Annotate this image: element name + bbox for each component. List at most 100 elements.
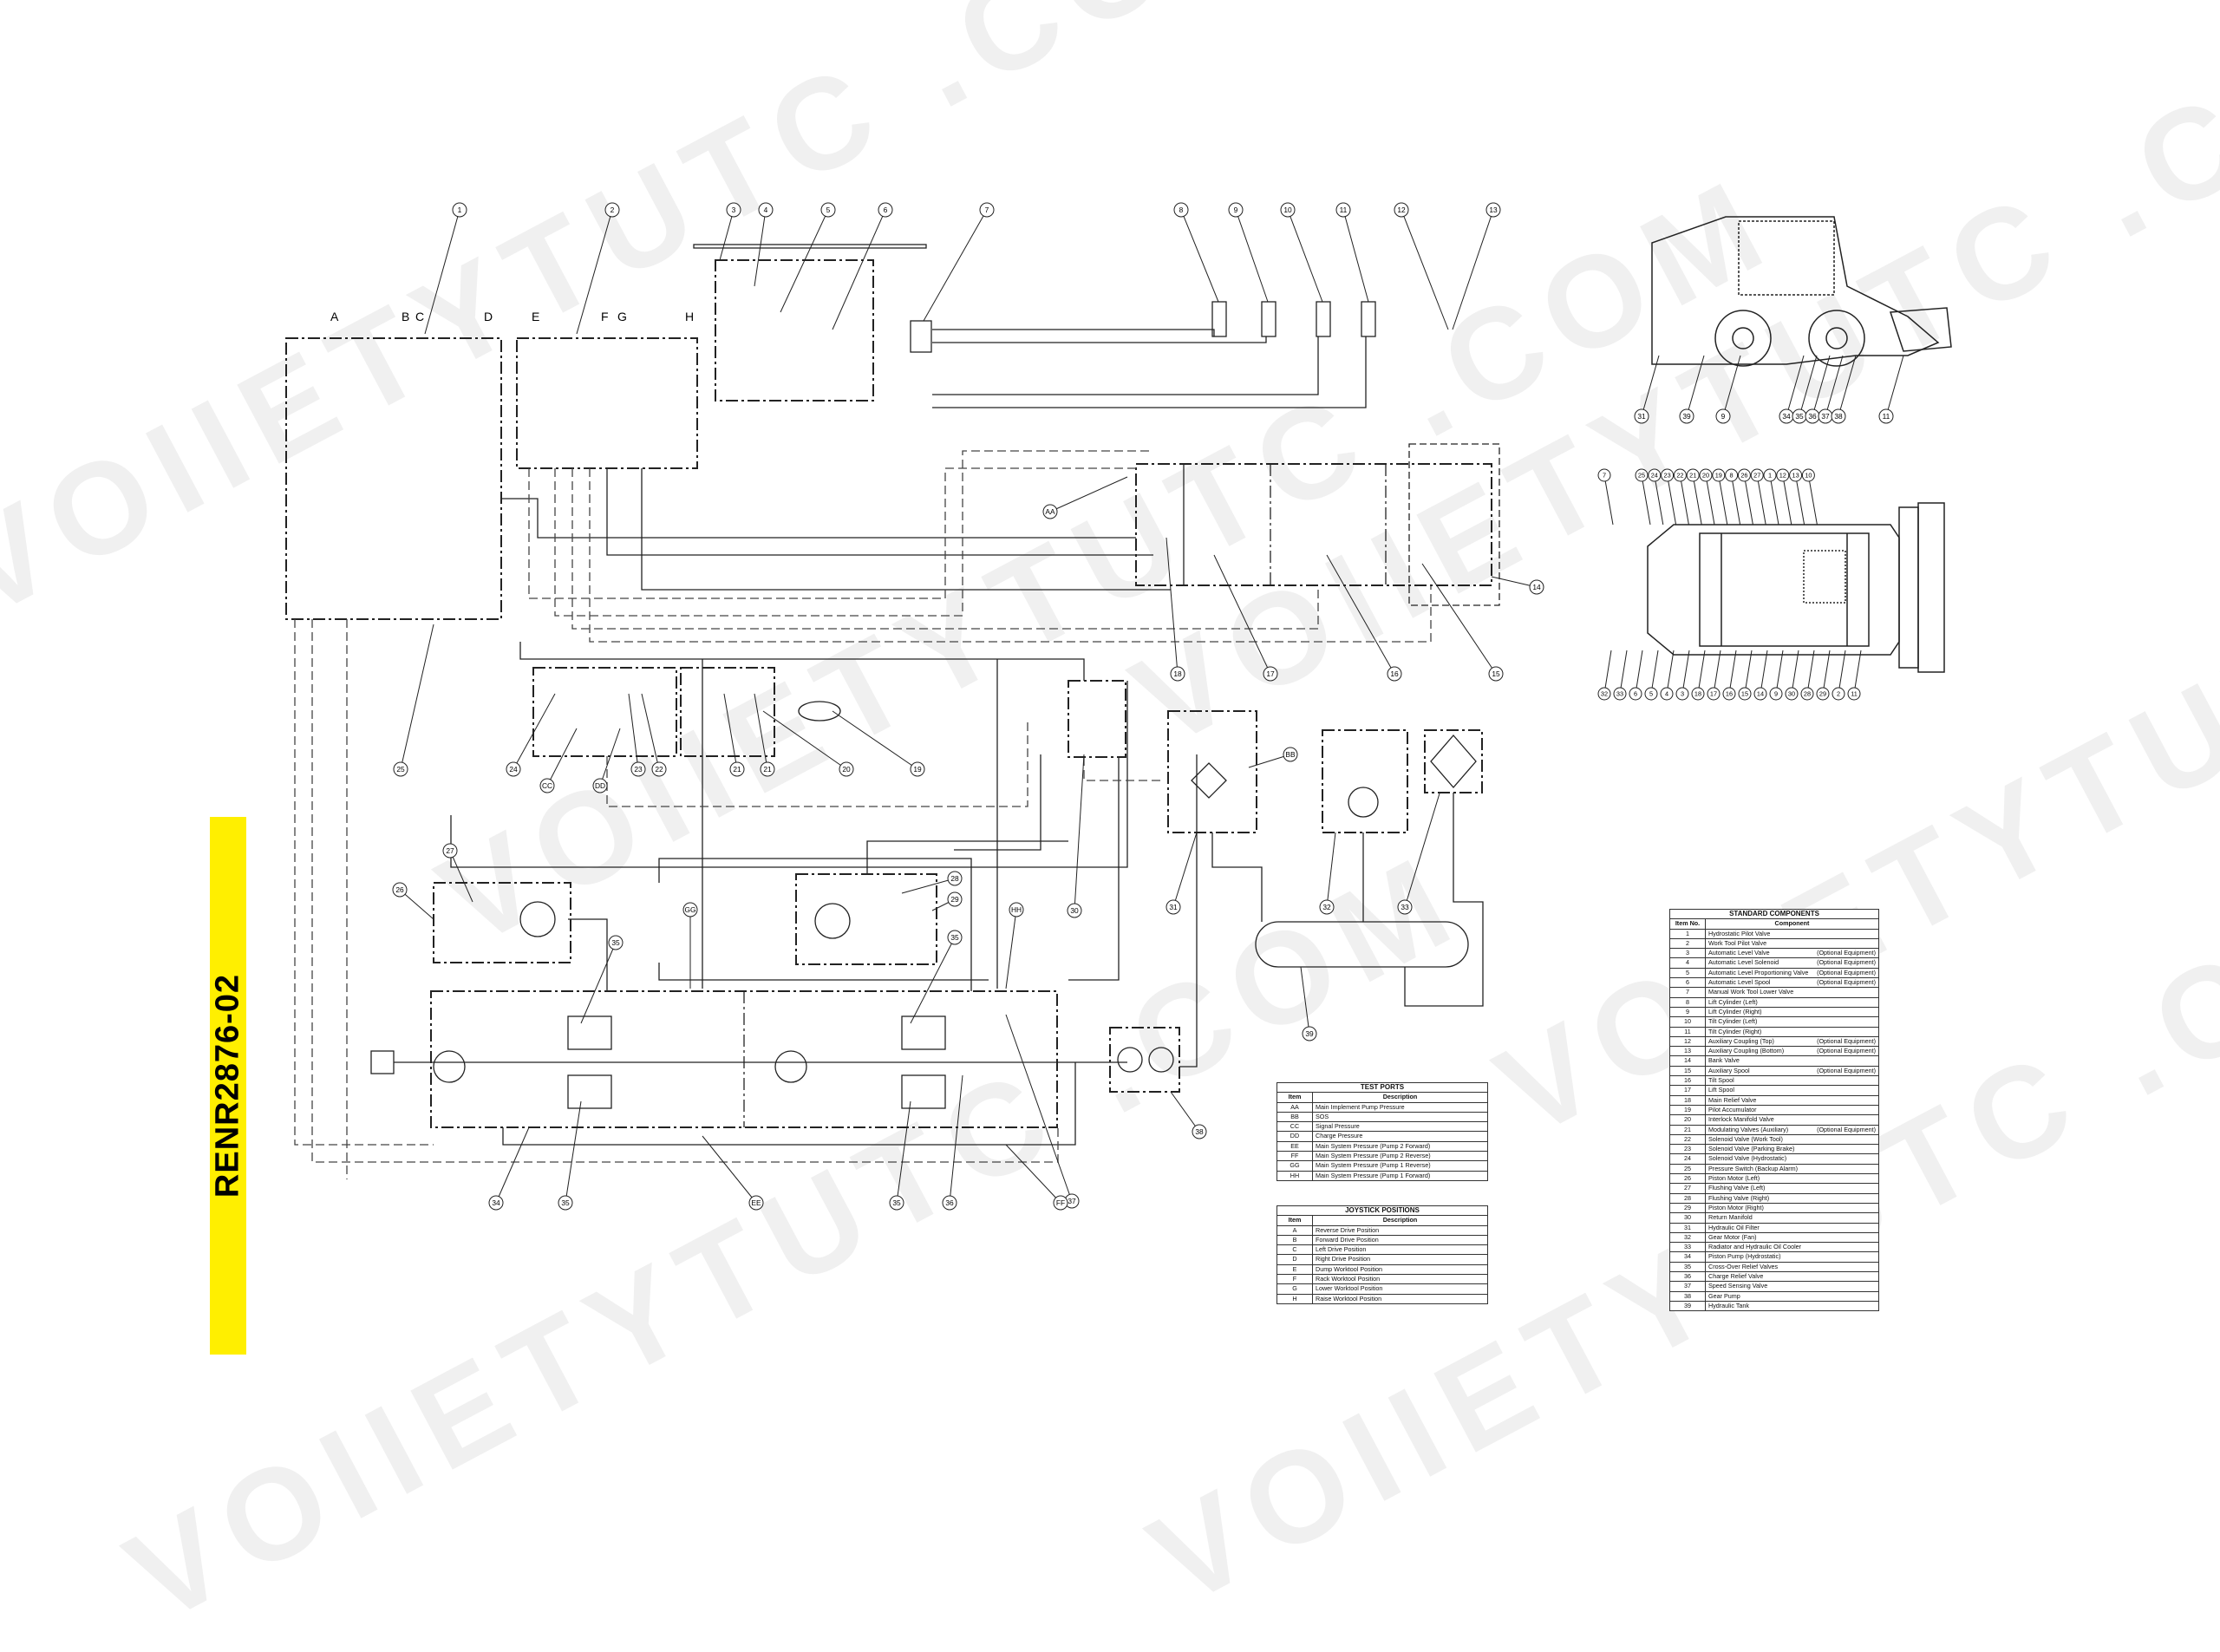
std-header-item-no: Item No.	[1669, 918, 1706, 930]
callout-8: 8	[1173, 202, 1219, 303]
callout-label: 13	[1489, 206, 1498, 214]
component-item-no: 4	[1669, 957, 1706, 969]
callout-label: 4	[1665, 690, 1668, 698]
callout-label: 6	[884, 206, 888, 214]
callout-14: 14	[1753, 650, 1768, 701]
component-item-no: 33	[1669, 1242, 1706, 1253]
test-port-description: Main System Pressure (Pump 2 Forward)	[1312, 1140, 1488, 1152]
component-item-no: 34	[1669, 1251, 1706, 1263]
callout-18: 18	[1691, 650, 1706, 701]
joystick-letter-C: C	[415, 310, 424, 323]
joystick-item: E	[1276, 1263, 1313, 1276]
callout-39: 39	[1300, 966, 1317, 1041]
callout-21: 21	[754, 693, 775, 777]
test-port-description: Signal Pressure	[1312, 1121, 1488, 1133]
callout-HH: HH	[1005, 902, 1024, 989]
callout-27: 27	[1750, 468, 1766, 526]
component-name: Gear Pump	[1705, 1290, 1879, 1302]
callout-label: 23	[1664, 472, 1671, 480]
component-name: Bank Valve	[1705, 1055, 1879, 1067]
component-item-no: 20	[1669, 1114, 1706, 1126]
component-name: Main Relief Valve	[1705, 1094, 1879, 1106]
callout-4: 4	[754, 202, 774, 287]
callout-35: 35	[910, 930, 963, 1024]
component-name: Hydrostatic Pilot Valve	[1705, 928, 1879, 939]
joystick-item: G	[1276, 1283, 1313, 1295]
callout-29: 29	[1816, 650, 1831, 701]
callout-18: 18	[1166, 537, 1185, 682]
callout-label: 10	[1805, 472, 1812, 480]
loader-top-view	[1647, 502, 1945, 673]
joystick-item: D	[1276, 1254, 1313, 1265]
callout-19: 19	[1712, 468, 1728, 526]
component-name: Radiator and Hydraulic Oil Cooler	[1705, 1242, 1879, 1253]
callout-12: 12	[1394, 202, 1449, 330]
component-name: Return Manifold	[1705, 1212, 1879, 1224]
callout-FF: FF	[1005, 1144, 1068, 1211]
schematic-lines	[285, 244, 1500, 1179]
work-tool-pilot-valve-box	[516, 337, 698, 469]
component-name: Automatic Level Valve(Optional Equipment…	[1705, 948, 1879, 959]
component-name: Speed Sensing Valve	[1705, 1281, 1879, 1292]
callout-6: 6	[1629, 650, 1643, 701]
callout-label: 6	[1634, 690, 1637, 698]
component-name: Lift Spool	[1705, 1085, 1879, 1096]
callout-label: 25	[1638, 472, 1645, 480]
callout-29: 29	[931, 891, 963, 911]
component-name: Manual Work Tool Lower Valve	[1705, 987, 1879, 998]
joystick-description: Forward Drive Position	[1312, 1234, 1488, 1246]
joystick-letter-H: H	[685, 310, 694, 323]
component-name: Work Tool Pilot Valve	[1705, 937, 1879, 950]
component-name: Auxiliary Spool(Optional Equipment)	[1705, 1065, 1879, 1077]
callout-label: 29	[1819, 690, 1826, 698]
callout-30: 30	[1785, 650, 1799, 701]
component-item-no: 3	[1669, 948, 1706, 959]
callout-20: 20	[762, 710, 854, 777]
callout-label: 11	[1340, 206, 1348, 214]
component-item-no: 32	[1669, 1231, 1706, 1244]
component-optional-note: (Optional Equipment)	[1817, 1036, 1876, 1045]
callout-21: 21	[723, 693, 745, 777]
callout-label: 12	[1397, 206, 1406, 214]
callout-5: 5	[1644, 650, 1659, 701]
test-port-item: EE	[1276, 1140, 1313, 1152]
callout-DD: DD	[592, 728, 621, 793]
callout-39: 39	[1679, 355, 1705, 424]
hydrostatic-pilot-valve-box	[285, 337, 502, 620]
component-name: Flushing Valve (Left)	[1705, 1183, 1879, 1194]
callout-label: CC	[542, 781, 552, 790]
callout-label: 19	[913, 765, 922, 774]
component-optional-note: (Optional Equipment)	[1817, 968, 1876, 976]
joystick-letter-D: D	[484, 310, 493, 323]
bank-valve-box	[1135, 463, 1492, 586]
callout-label: 7	[985, 206, 989, 214]
component-item-no: 2	[1669, 937, 1706, 950]
callout-label: 1	[1768, 472, 1772, 480]
test-port-description: SOS	[1312, 1111, 1488, 1123]
callout-label: 27	[1753, 472, 1760, 480]
callout-13: 13	[1789, 468, 1805, 526]
loader-side-view	[1651, 216, 1952, 367]
component-item-no: 5	[1669, 967, 1706, 979]
component-optional-note: (Optional Equipment)	[1817, 1125, 1876, 1133]
callout-35: 35	[1792, 355, 1818, 424]
callout-label: 32	[1322, 903, 1331, 911]
callout-1: 1	[424, 202, 467, 335]
component-name: Hydraulic Tank	[1705, 1300, 1879, 1312]
component-item-no: 38	[1669, 1290, 1706, 1302]
callout-label: 29	[950, 895, 959, 904]
